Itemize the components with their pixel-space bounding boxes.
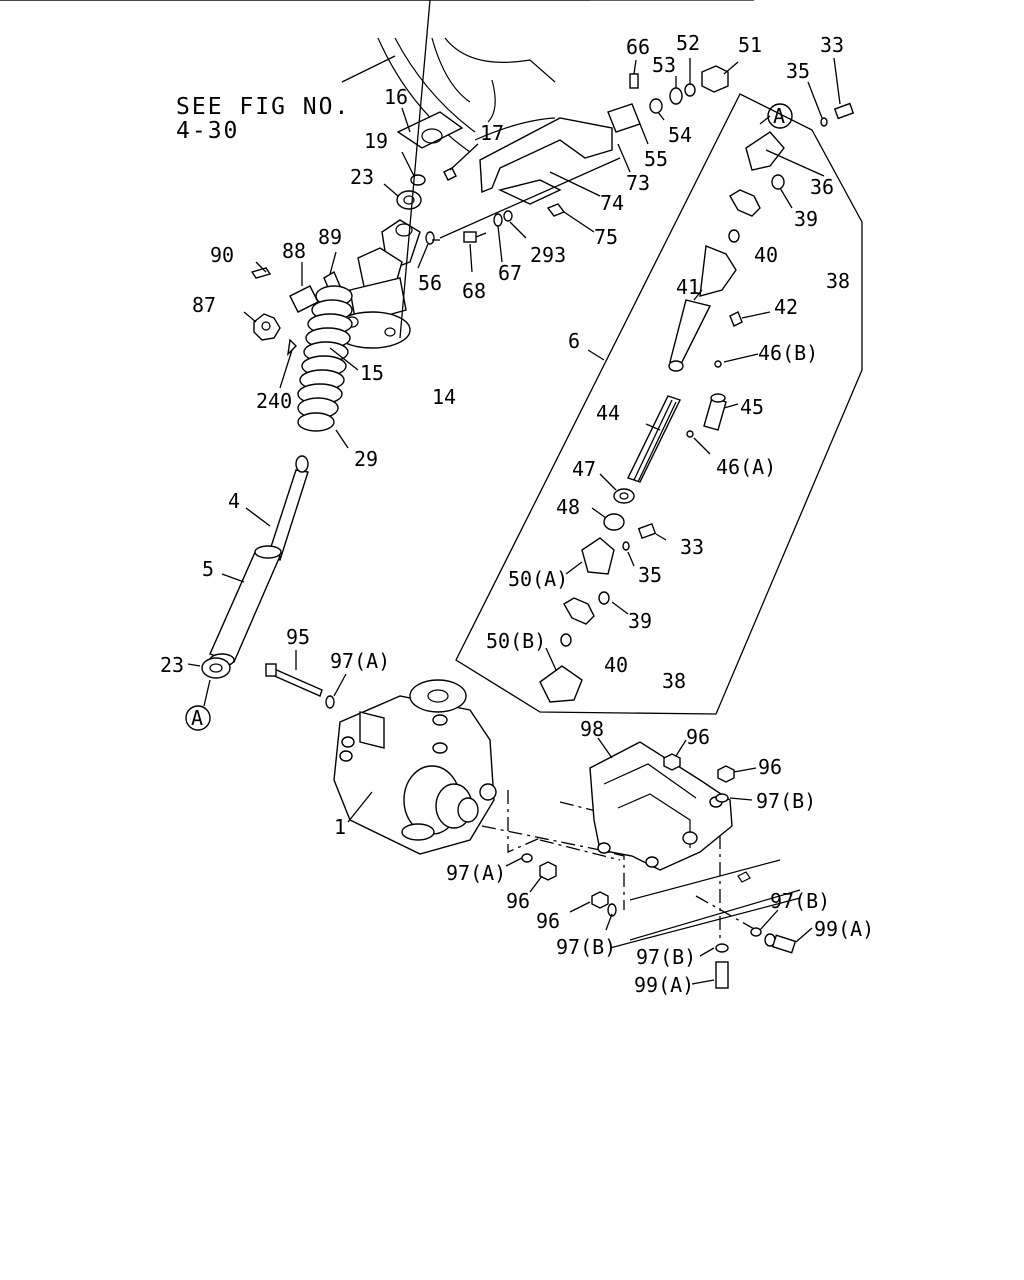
label-16: 16	[384, 85, 408, 109]
label-97b-3: 97(B)	[770, 889, 830, 913]
label-19: 19	[364, 129, 388, 153]
label-47: 47	[572, 457, 596, 481]
see-fig-note-line2: 4-30	[176, 118, 239, 144]
label-95: 95	[286, 625, 310, 649]
intermediate-shaft-6-parts	[539, 102, 855, 703]
label-14: 14	[432, 385, 456, 409]
label-67: 67	[498, 261, 522, 285]
label-99a-1: 99(A)	[814, 917, 874, 941]
label-54: 54	[668, 123, 692, 147]
label-98: 98	[580, 717, 604, 741]
label-68: 68	[462, 279, 486, 303]
label-89: 89	[318, 225, 342, 249]
ref-a-top: A	[767, 103, 793, 129]
bellows-29	[297, 285, 353, 432]
label-15: 15	[360, 361, 384, 385]
label-1: 1	[334, 815, 346, 839]
ref-a-bottom: A	[185, 705, 211, 731]
svg-text:A: A	[773, 104, 785, 128]
assembly-6-outline	[455, 93, 863, 715]
label-52: 52	[676, 31, 700, 55]
label-33-upper: 33	[820, 33, 844, 57]
label-39-upper: 39	[794, 207, 818, 231]
see-fig-note-line1: SEE FIG NO.	[176, 94, 350, 120]
label-73: 73	[626, 171, 650, 195]
label-55: 55	[644, 147, 668, 171]
label-23-lower: 23	[160, 653, 184, 677]
label-35-lower: 35	[638, 563, 662, 587]
label-66: 66	[626, 35, 650, 59]
label-44: 44	[596, 401, 620, 425]
label-23-upper: 23	[350, 165, 374, 189]
label-40-upper: 40	[754, 243, 778, 267]
label-29: 29	[354, 447, 378, 471]
label-48: 48	[556, 495, 580, 519]
label-35-upper: 35	[786, 59, 810, 83]
bracket-98	[589, 741, 733, 871]
label-39-lower: 39	[628, 609, 652, 633]
label-88: 88	[282, 239, 306, 263]
label-96-c: 96	[686, 725, 710, 749]
bracket-74	[463, 65, 729, 243]
callout-labels: 16 19 17 23 90 88 89 56 87 15 14 240 29 …	[160, 31, 874, 997]
shaft-4-tube-5	[201, 455, 309, 679]
label-41: 41	[676, 275, 700, 299]
label-17: 17	[480, 121, 504, 145]
label-45: 45	[740, 395, 764, 419]
steering-gear-box-1	[265, 663, 497, 855]
label-90: 90	[210, 243, 234, 267]
label-97a-2: 97(A)	[446, 861, 506, 885]
label-50b: 50(B)	[486, 629, 546, 653]
label-96-d: 96	[758, 755, 782, 779]
label-97b-1: 97(B)	[556, 935, 616, 959]
label-46a: 46(A)	[716, 455, 776, 479]
label-97a-1: 97(A)	[330, 649, 390, 673]
label-96-a: 96	[506, 889, 530, 913]
label-40-lower: 40	[604, 653, 628, 677]
label-38-upper: 38	[826, 269, 850, 293]
label-42: 42	[774, 295, 798, 319]
label-293: 293	[530, 243, 566, 267]
label-46b: 46(B)	[758, 341, 818, 365]
label-240: 240	[256, 389, 292, 413]
label-74: 74	[600, 191, 624, 215]
label-38-lower: 38	[662, 669, 686, 693]
leader-lines	[0, 0, 841, 985]
column-upper-parts	[250, 111, 464, 356]
label-87: 87	[192, 293, 216, 317]
label-6: 6	[568, 329, 580, 353]
svg-text:A: A	[191, 706, 203, 730]
label-50a: 50(A)	[508, 567, 568, 591]
label-56: 56	[418, 271, 442, 295]
label-36: 36	[810, 175, 834, 199]
label-99a-2: 99(A)	[634, 973, 694, 997]
label-51: 51	[738, 33, 762, 57]
label-5: 5	[202, 557, 214, 581]
label-4: 4	[228, 489, 240, 513]
fasteners-lower	[521, 753, 797, 989]
label-75: 75	[594, 225, 618, 249]
steering-wheel	[377, 37, 556, 153]
label-97b-2: 97(B)	[756, 789, 816, 813]
label-97b-4: 97(B)	[636, 945, 696, 969]
label-96-b: 96	[536, 909, 560, 933]
label-53: 53	[652, 53, 676, 77]
frame-rail	[609, 859, 801, 949]
label-33-lower: 33	[680, 535, 704, 559]
